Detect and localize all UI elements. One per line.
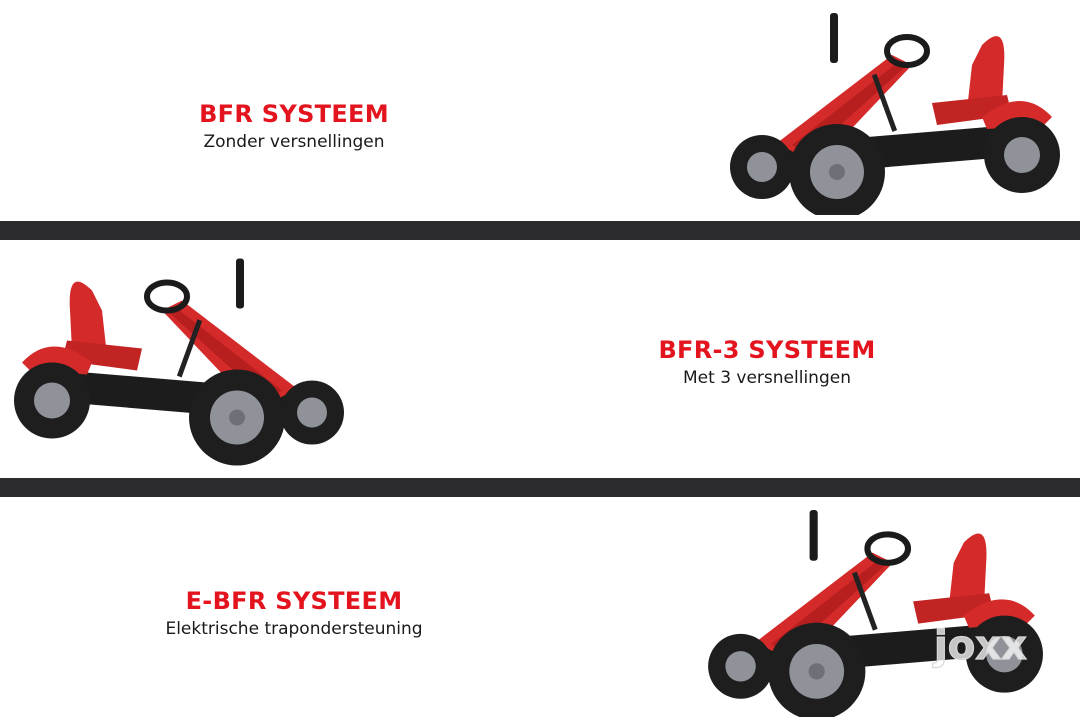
joxx-logo: joxx xyxy=(931,622,1027,669)
go-kart-image xyxy=(12,243,352,473)
system-subtitle: Elektrische trapondersteuning xyxy=(165,619,423,639)
system-subtitle: Zonder versnellingen xyxy=(203,132,385,152)
system-panel-e-bfr: E-BFR SYSTEEM Elektrische trapondersteun… xyxy=(0,497,1080,720)
system-panel-bfr-3: BFR-3 SYSTEEM Met 3 versnellingen xyxy=(0,240,1080,478)
go-kart-image xyxy=(700,505,1045,717)
system-title: E-BFR SYSTEEM xyxy=(185,587,403,615)
system-title: BFR-3 SYSTEEM xyxy=(658,336,876,364)
section-divider xyxy=(0,478,1080,497)
system-text-bfr: BFR SYSTEEM Zonder versnellingen xyxy=(144,100,444,154)
system-title: BFR SYSTEEM xyxy=(199,100,389,128)
system-subtitle: Met 3 versnellingen xyxy=(683,368,851,388)
svg-text:joxx: joxx xyxy=(932,623,1027,669)
system-text-bfr-3: BFR-3 SYSTEEM Met 3 versnellingen xyxy=(622,336,912,390)
system-text-e-bfr: E-BFR SYSTEEM Elektrische trapondersteun… xyxy=(124,587,464,641)
go-kart-image xyxy=(722,10,1062,215)
system-panel-bfr: BFR SYSTEEM Zonder versnellingen xyxy=(0,0,1080,221)
section-divider xyxy=(0,221,1080,240)
